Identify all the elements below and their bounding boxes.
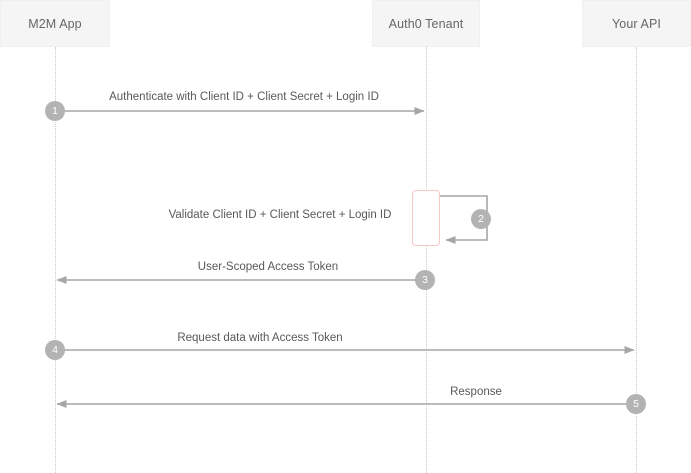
participant-label-m2m-app: M2M App <box>28 16 82 31</box>
lifeline-m2m-app <box>55 47 56 473</box>
lifeline-auth0-tenant <box>426 47 427 473</box>
step-badge-5[interactable]: 5 <box>626 394 646 414</box>
step-badge-2[interactable]: 2 <box>471 209 491 229</box>
participant-label-your-api: Your API <box>612 16 661 31</box>
step-badge-1[interactable]: 1 <box>45 101 65 121</box>
message-label-4: Request data with Access Token <box>177 332 343 344</box>
lifeline-your-api <box>636 47 637 473</box>
message-label-1: Authenticate with Client ID + Client Sec… <box>109 91 379 103</box>
step-badge-4[interactable]: 4 <box>45 340 65 360</box>
participant-box-auth0-tenant[interactable]: Auth0 Tenant <box>372 0 480 47</box>
message-label-3: User-Scoped Access Token <box>197 261 339 273</box>
activation-box-auth0-tenant <box>412 190 440 246</box>
message-label-2: Validate Client ID + Client Secret + Log… <box>168 209 392 221</box>
participant-box-your-api[interactable]: Your API <box>582 0 691 47</box>
participant-label-auth0-tenant: Auth0 Tenant <box>388 16 464 31</box>
participant-box-m2m-app[interactable]: M2M App <box>0 0 110 47</box>
step-badge-3[interactable]: 3 <box>415 270 435 290</box>
message-label-5: Response <box>450 386 502 398</box>
